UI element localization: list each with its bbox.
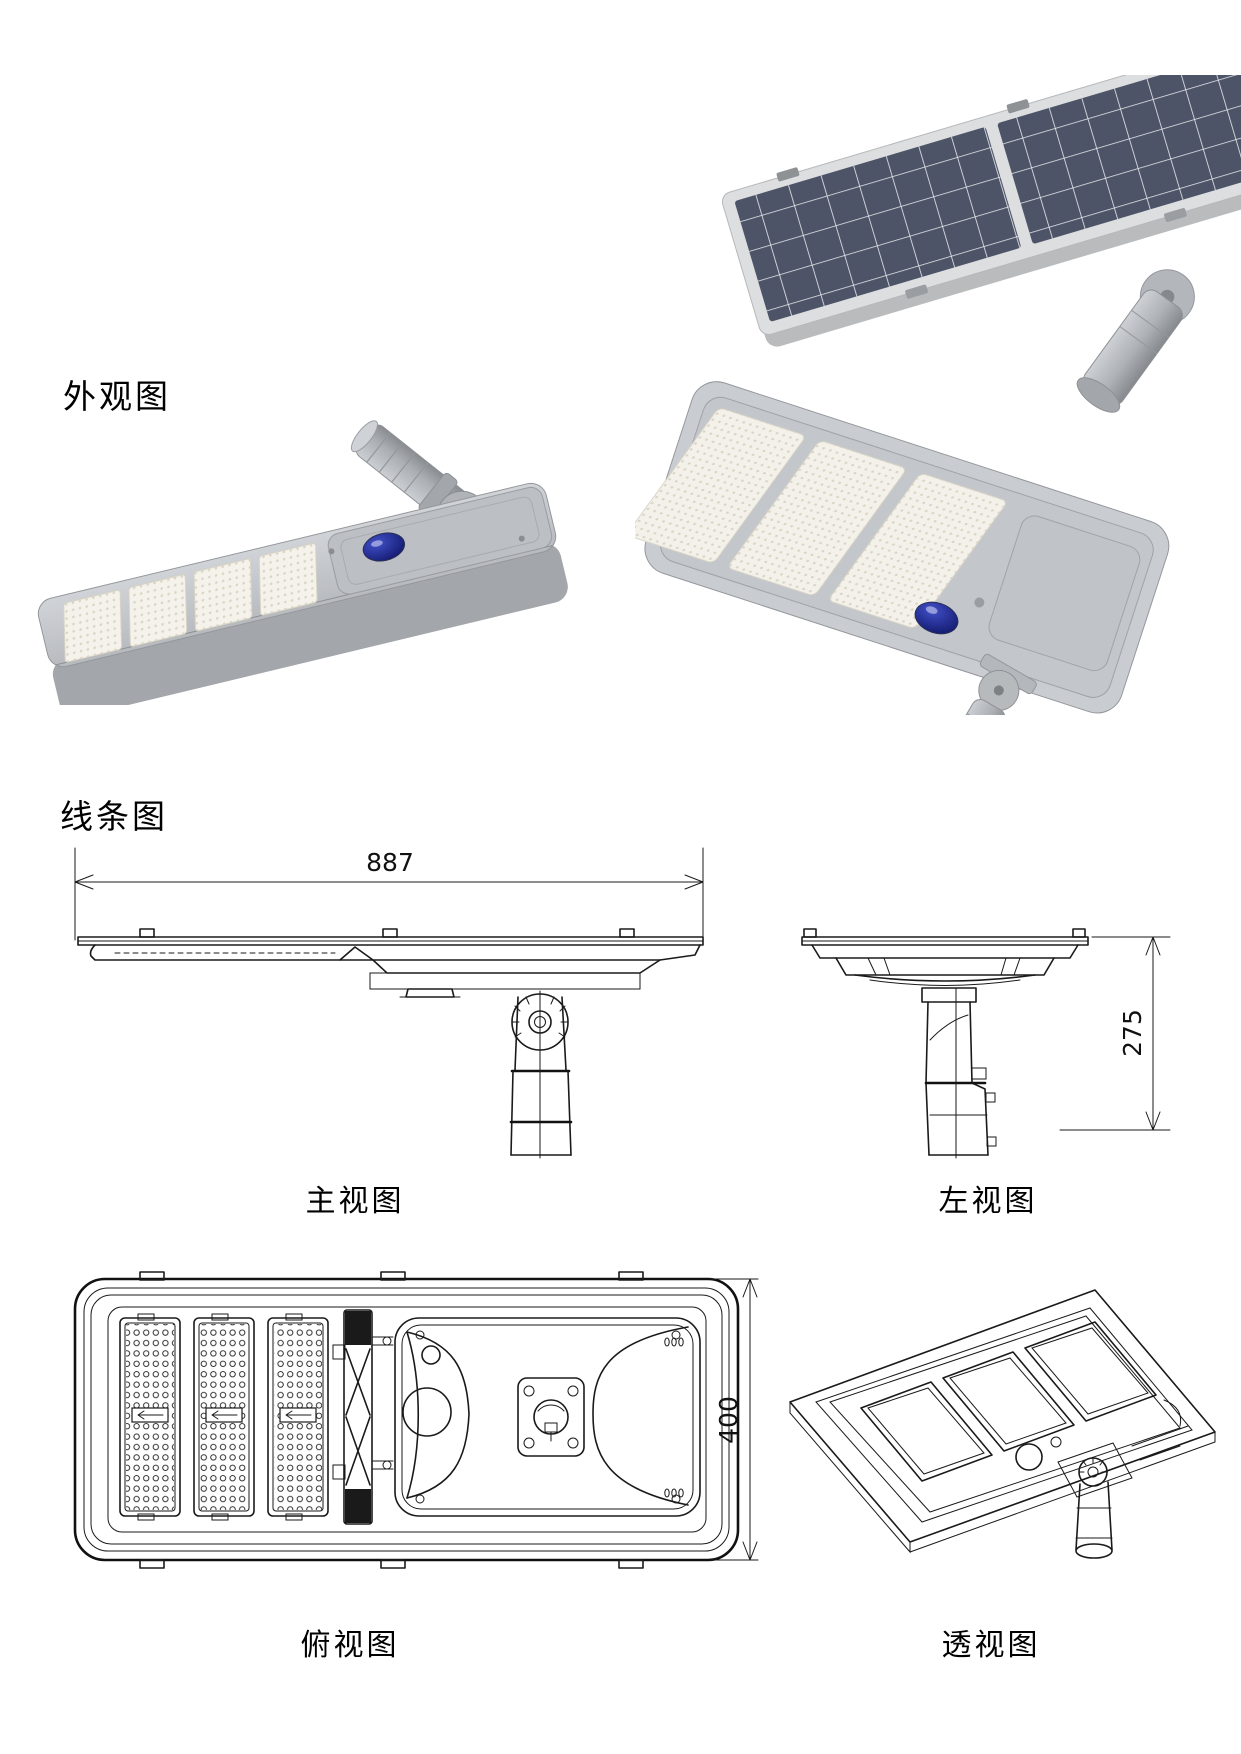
front-view-body — [77, 928, 704, 998]
side-view-arm — [921, 987, 997, 1159]
mounting-plate — [394, 1317, 701, 1517]
fixture-body-side — [52, 543, 568, 705]
panel-clip — [1006, 99, 1030, 114]
dimension-887-label: 887 — [366, 848, 414, 877]
led-module-row — [635, 408, 1006, 628]
appearance-section-label: 外观图 — [63, 377, 171, 416]
solar-panel-slab — [721, 75, 1241, 347]
fixture-photo-tilted — [635, 381, 1170, 715]
vent-holes — [664, 1337, 684, 1498]
dimension-275-label: 275 — [1118, 1009, 1147, 1057]
led-window-row — [63, 542, 318, 663]
front-view-arm — [509, 990, 573, 1159]
driver-housing — [327, 486, 553, 595]
dimension-887: 887 — [74, 847, 704, 941]
perspective-view-drawing — [789, 1289, 1216, 1559]
fixture-photo-front — [37, 420, 568, 705]
top-view-shell — [73, 1271, 740, 1569]
line-drawing-section-label: 线条图 — [60, 797, 168, 836]
sensor-hole — [402, 1387, 452, 1437]
perspective-view-label: 透视图 — [941, 1628, 1041, 1663]
side-view-label: 左视图 — [938, 1184, 1038, 1219]
pole-mount-plate — [517, 1377, 585, 1457]
fixture-mounting-arm — [926, 653, 1037, 715]
perspective-arm — [1015, 1399, 1189, 1559]
top-view-label: 俯视图 — [300, 1628, 400, 1663]
perspective-led-modules — [860, 1321, 1157, 1482]
bracket-plate — [988, 515, 1141, 672]
top-view-drawing: 400 — [73, 1271, 759, 1569]
dimension-275: 275 — [1059, 936, 1171, 1131]
front-view-label: 主视图 — [305, 1184, 405, 1219]
perspective-body — [789, 1289, 1216, 1554]
sensor-dome — [914, 601, 959, 635]
front-view-drawing: 887 — [74, 847, 704, 1159]
side-view-body — [801, 928, 1089, 986]
led-module-2 — [193, 1313, 255, 1521]
dimension-400: 400 — [709, 1278, 759, 1561]
bolt-hole — [421, 1345, 441, 1365]
panel-clip — [1164, 208, 1187, 222]
led-module-3 — [267, 1313, 329, 1521]
led-module-1 — [119, 1313, 181, 1521]
side-view-drawing: 275 — [801, 928, 1171, 1159]
panel-clip — [776, 167, 800, 182]
solar-panel-photo — [721, 75, 1241, 413]
hinge-column — [332, 1309, 394, 1525]
solar-panel-mounting-arm — [1076, 269, 1195, 413]
dimension-400-label: 400 — [714, 1396, 743, 1444]
sensor-dome — [362, 532, 406, 562]
panel-clip — [905, 284, 928, 299]
